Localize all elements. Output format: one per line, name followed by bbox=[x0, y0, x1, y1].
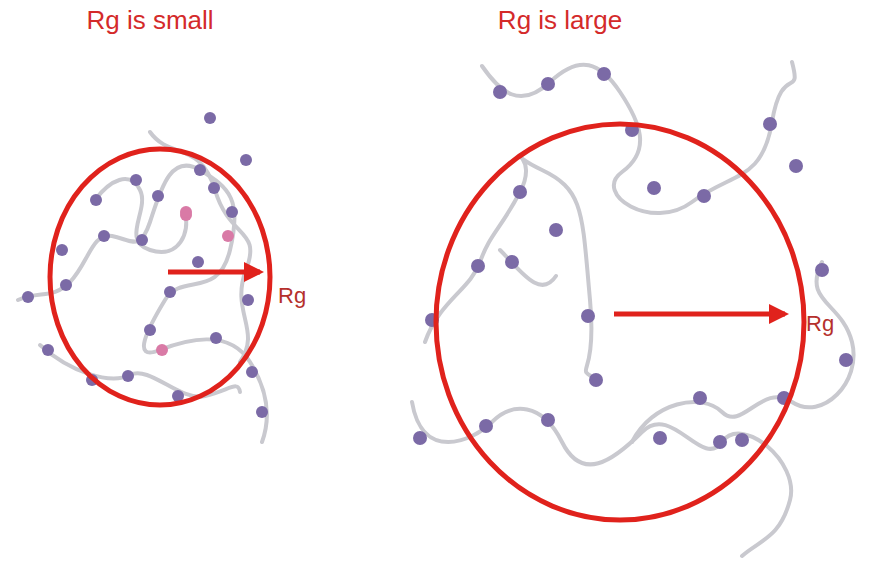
radius-circle bbox=[436, 124, 804, 520]
compact-polymer-chain bbox=[18, 112, 268, 442]
radius-label: Rg bbox=[806, 312, 834, 336]
panel-title: Rg is small bbox=[86, 6, 213, 35]
expanded-polymer-chain bbox=[412, 62, 854, 556]
radius-label: Rg bbox=[278, 284, 306, 308]
radius-arrow bbox=[168, 270, 260, 275]
radius-arrow bbox=[614, 312, 785, 317]
radius-circle bbox=[50, 149, 270, 405]
panel-title: Rg is large bbox=[498, 6, 622, 35]
